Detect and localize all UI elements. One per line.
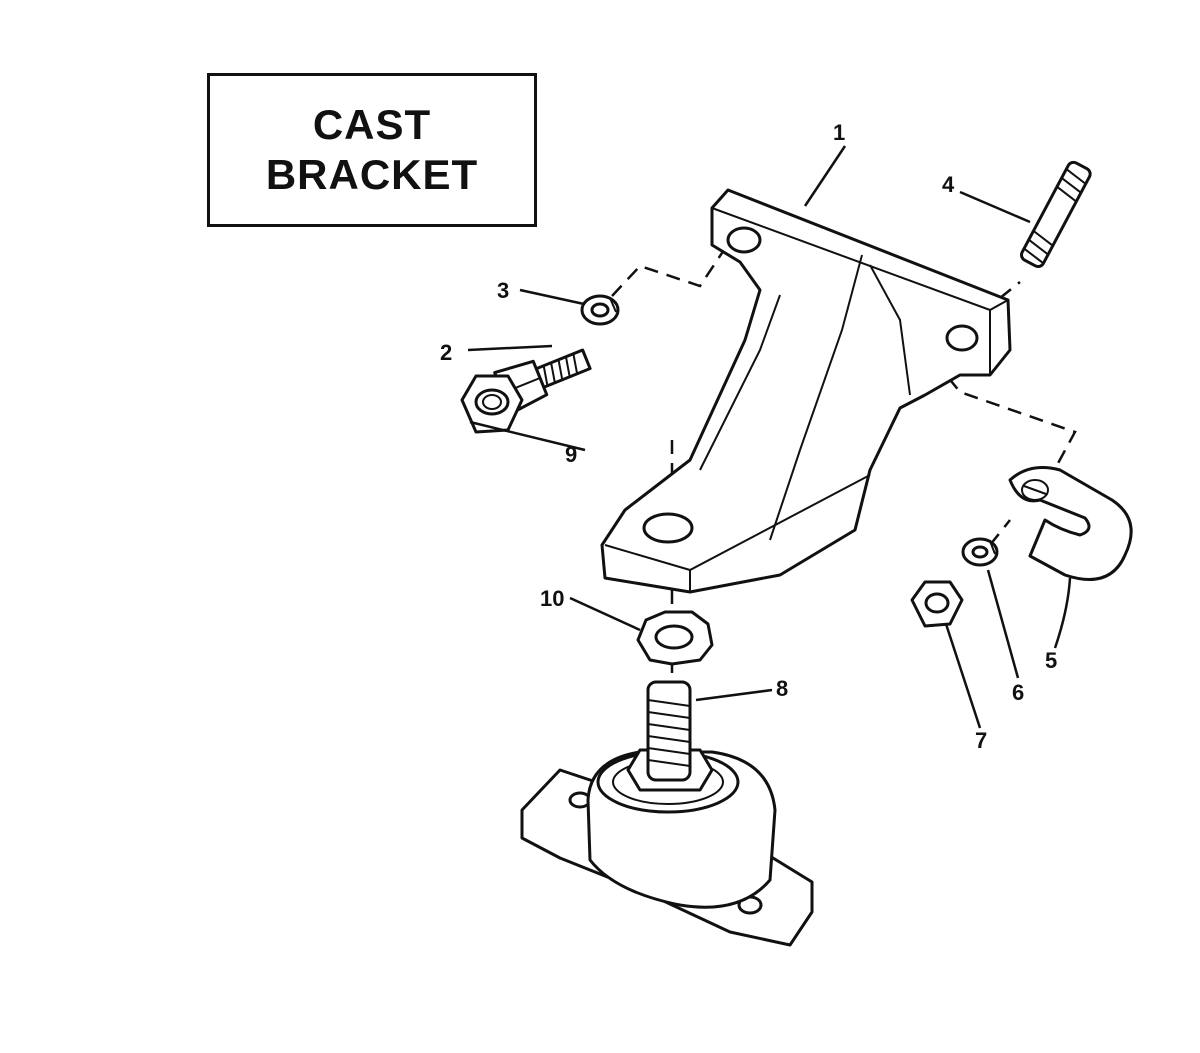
lock-washer-part-6 xyxy=(961,537,999,567)
clamp-part xyxy=(1008,466,1133,581)
stud-part xyxy=(1020,160,1092,269)
callout-10: 10 xyxy=(540,586,564,611)
callout-2: 2 xyxy=(440,340,452,365)
callout-numbers: 1 2 3 4 5 6 7 8 9 10 xyxy=(440,120,1057,753)
hex-nut-part-9 xyxy=(460,374,524,434)
callout-8: 8 xyxy=(776,676,788,701)
tab-washer-part xyxy=(636,610,714,666)
callout-5: 5 xyxy=(1045,648,1057,673)
title-box: CAST BRACKET xyxy=(207,73,537,227)
callout-6: 6 xyxy=(1012,680,1024,705)
callout-9: 9 xyxy=(565,442,577,467)
callout-3: 3 xyxy=(497,278,509,303)
callout-1: 1 xyxy=(833,120,845,145)
engine-mount-part xyxy=(520,680,814,947)
title-line-1: CAST xyxy=(312,101,432,148)
hex-bolt-part xyxy=(493,348,592,415)
lock-washer-part-3 xyxy=(580,294,620,326)
callout-4: 4 xyxy=(942,172,955,197)
cast-bracket-part xyxy=(600,188,1012,594)
callout-7: 7 xyxy=(975,728,987,753)
title-line-2: BRACKET xyxy=(265,151,479,198)
callout-leaders xyxy=(467,145,1072,729)
hex-nut-part-7 xyxy=(910,580,964,628)
